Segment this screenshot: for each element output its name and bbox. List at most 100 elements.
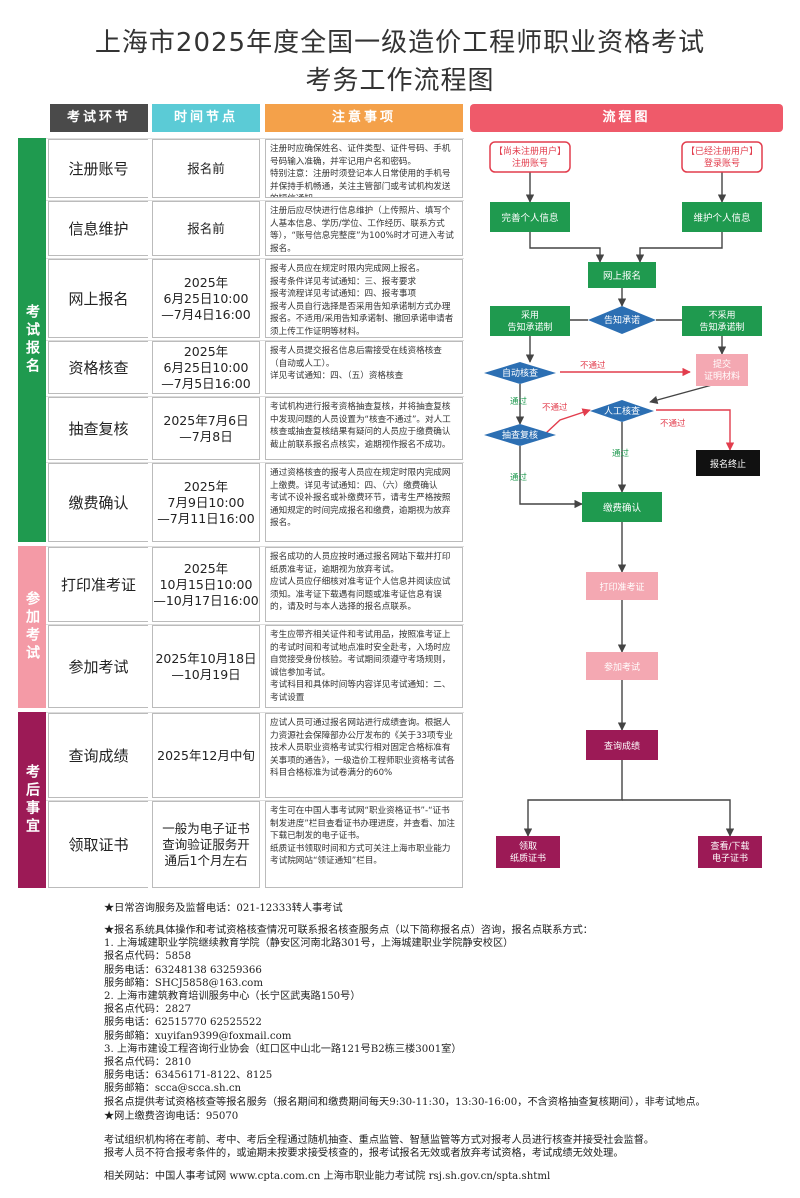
flow-no-commit: [682, 306, 762, 336]
row-notes: 考试机构进行报考资格抽查复核，并将抽查复核中发现问题的人员设置为“核查不通过”。…: [265, 397, 463, 460]
row-stage: 抽查复核: [48, 397, 148, 460]
row-time: 一般为电子证书 查询验证服务开 通后1个月左右: [152, 801, 260, 888]
flow-start-left: [489, 141, 571, 173]
flow-maintain-info: [682, 202, 762, 232]
flow-get-e: [698, 836, 762, 868]
row-stage: 注册账号: [48, 139, 148, 198]
row-stage: 资格核查: [48, 341, 148, 394]
flow-use-commit-l2: 告知承诺制: [507, 321, 552, 333]
flow-online-signup-label: 网上报名: [603, 270, 641, 282]
flow-manual-check: [590, 400, 654, 422]
row-stage: 领取证书: [48, 801, 148, 888]
pay-hotline-text: ★网上缴费咨询电话：95070: [104, 1111, 239, 1122]
row-time: 2025年12月中旬: [152, 713, 260, 798]
table-row: 查询成绩 2025年12月中旬 应试人员可通过报名网站进行成绩查询。根据人力资源…: [46, 712, 464, 798]
table-row: 缴费确认 2025年 7月9日10:00 —7月11日16:00 通过资格核查的…: [46, 462, 464, 542]
flow-maintain-info-label: 维护个人信息: [693, 212, 750, 224]
table-row: 网上报名 2025年 6月25日10:00 —7月4日16:00 报考人员应在规…: [46, 258, 464, 338]
flow-spot-check-label: 抽查复核: [502, 429, 538, 441]
header-time: 时间节点: [152, 104, 260, 132]
header-stage: 考试环节: [50, 104, 148, 132]
row-time: 2025年 7月9日10:00 —7月11日16:00: [152, 463, 260, 542]
flow-fail-connectors: [544, 367, 735, 451]
flow-signup-end-label: 报名终止: [710, 458, 746, 470]
flow-auto-check-label: 自动核查: [502, 367, 538, 379]
flow-manual-check-label: 人工核查: [604, 405, 640, 417]
flow-get-e-l1: 查看/下载: [710, 840, 749, 852]
flow-submit-proof-l1: 提交: [713, 358, 731, 370]
flow-connectors: [515, 172, 735, 837]
flow-spot-check: [484, 424, 556, 446]
section-registration: 考试报名: [18, 138, 46, 542]
row-time: 2025年 10月15日10:00 —10月17日16:00: [152, 547, 260, 622]
flow-start-left-l1: 【尚未注册用户】: [494, 145, 566, 157]
table-row: 打印准考证 2025年 10月15日10:00 —10月17日16:00 报名成…: [46, 546, 464, 622]
flow-no-commit-l1: 不采用: [708, 310, 735, 321]
flow-pay-confirm-label: 缴费确认: [603, 502, 642, 514]
row-stage: 网上报名: [48, 259, 148, 338]
warning-text: 考试组织机构将在考前、考中、考后全程通过随机抽查、重点监管、智慧监管等方式对报考…: [104, 1135, 655, 1160]
flow-auto-check: [484, 362, 556, 384]
flowchart: 【尚未注册用户】 注册账号 【已经注册用户】 登录账号 完善个人信息 维护个人信…: [484, 141, 763, 868]
row-time: 2025年10月18日 —10月19日: [152, 625, 260, 708]
row-time: 报名前: [152, 201, 260, 256]
header-notes: 注意事项: [265, 104, 463, 132]
flow-get-paper: [496, 836, 560, 868]
section-exam: 参加考试: [18, 546, 46, 708]
page-subtitle: 考务工作流程图: [305, 66, 495, 96]
flow-submit-proof-l2: 证明材料: [704, 370, 740, 382]
row-time: 报名前: [152, 139, 260, 198]
flow-no-commit-l2: 告知承诺制: [699, 321, 744, 333]
flow-submit-proof: [696, 354, 748, 386]
row-stage: 缴费确认: [48, 463, 148, 542]
flow-get-paper-l1: 领取: [519, 840, 537, 852]
table-row: 注册账号 报名前 注册时应确保姓名、证件类型、证件号码、手机号码输入准确，并牢记…: [46, 138, 464, 198]
flow-online-signup: [588, 262, 656, 288]
edge-label-pass: 通过: [612, 448, 630, 459]
flow-print-ticket: [586, 572, 658, 600]
row-stage: 信息维护: [48, 201, 148, 256]
edge-label-fail: 不通过: [542, 402, 568, 413]
flow-start-right-l1: 【已经注册用户】: [686, 145, 758, 157]
edge-label-pass: 通过: [510, 396, 528, 407]
edge-label-fail: 不通过: [660, 418, 686, 429]
row-notes: 注册时应确保姓名、证件类型、证件号码、手机号码输入准确，并牢记用户名和密码。 特…: [265, 139, 463, 198]
row-notes: 应试人员可通过报名网站进行成绩查询。根据人力资源社会保障部办公厅发布的《关于33…: [265, 713, 463, 798]
flow-get-e-l2: 电子证书: [712, 852, 748, 864]
header-flow: 流程图: [470, 104, 783, 132]
flow-query-score: [586, 730, 658, 760]
row-stage: 参加考试: [48, 625, 148, 708]
table-row: 资格核查 2025年 6月25日10:00 —7月5日16:00 报考人员提交报…: [46, 340, 464, 394]
page-title: 上海市2025年度全国一级造价工程师职业资格考试: [94, 28, 706, 58]
row-notes: 考生可在中国人事考试网“职业资格证书”-“证书制发进度”栏目查看证书办理进度，并…: [265, 801, 463, 888]
table-row: 参加考试 2025年10月18日 —10月19日 考生应带齐相关证件和考试用品，…: [46, 624, 464, 708]
row-notes: 考生应带齐相关证件和考试用品，按照准考证上的考试时间和考试地点准时安全赴考，入场…: [265, 625, 463, 708]
flow-complete-info-label: 完善个人信息: [501, 212, 558, 224]
flow-start-right: [681, 141, 763, 173]
hotline-text: ★日常咨询服务及监督电话：021-12333转人事考试: [104, 903, 343, 914]
flow-use-commit: [490, 306, 570, 336]
flow-start-left-l2: 注册账号: [512, 157, 548, 169]
flow-query-score-label: 查询成绩: [604, 740, 640, 752]
row-time: 2025年 6月25日10:00 —7月4日16:00: [152, 259, 260, 338]
section-after-exam: 考后事宜: [18, 712, 46, 888]
row-notes: 注册后应尽快进行信息维护（上传照片、填写个人基本信息、学历/学位、工作经历、联系…: [265, 201, 463, 256]
flow-commit-label: 告知承诺: [604, 314, 640, 326]
edge-label-fail: 不通过: [580, 360, 606, 371]
flow-complete-info: [490, 202, 570, 232]
flow-start-right-l2: 登录账号: [704, 158, 740, 169]
row-notes: 通过资格核查的报考人员应在规定时限内完成网上缴费。详见考试通知：四、（六）缴费确…: [265, 463, 463, 542]
flow-get-paper-l2: 纸质证书: [510, 852, 546, 864]
flow-take-exam: [586, 652, 658, 680]
row-notes: 报考人员提交报名信息后需接受在线资格核查（自动或人工）。 详见考试通知：四、（五…: [265, 341, 463, 394]
table-row: 领取证书 一般为电子证书 查询验证服务开 通后1个月左右 考生可在中国人事考试网…: [46, 800, 464, 888]
flow-signup-end: [696, 450, 760, 476]
row-time: 2025年 6月25日10:00 —7月5日16:00: [152, 341, 260, 394]
edge-label-pass: 通过: [510, 472, 528, 483]
row-notes: 报考人员应在规定时限内完成网上报名。 报考条件详见考试通知：三、报考要求 报考流…: [265, 259, 463, 338]
row-stage: 查询成绩: [48, 713, 148, 798]
table-row: 信息维护 报名前 注册后应尽快进行信息维护（上传照片、填写个人基本信息、学历/学…: [46, 200, 464, 256]
row-stage: 打印准考证: [48, 547, 148, 622]
flow-use-commit-l1: 采用: [521, 310, 539, 321]
links-text: 相关网站：中国人事考试网 www.cpta.com.cn 上海市职业能力考试院 …: [104, 1171, 551, 1182]
